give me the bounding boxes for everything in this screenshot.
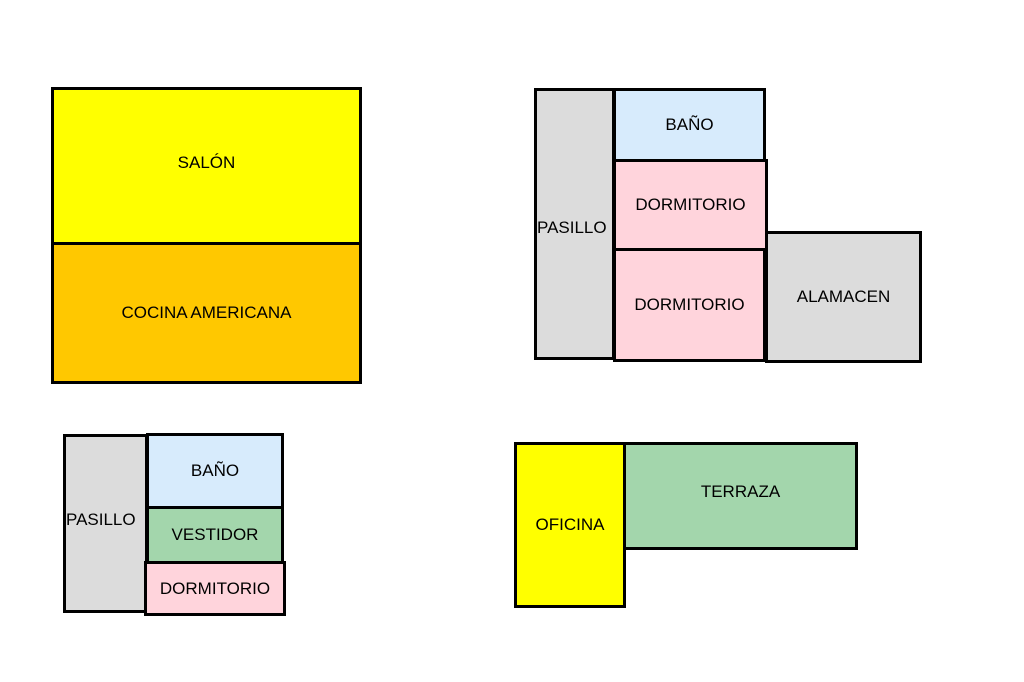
room-alamacen: ALAMACEN [765,231,922,363]
room-bano: BAÑO [146,433,284,509]
room-terraza: TERRAZA [623,442,858,550]
room-label: TERRAZA [700,482,781,501]
room-salon: SALÓN [51,87,362,245]
room-label: PASILLO [537,218,607,237]
room-vestidor: VESTIDOR [146,506,284,564]
room-label: DORMITORIO [159,578,271,598]
room-label: DORMITORIO [635,195,746,214]
room-label: BAÑO [665,115,714,134]
room-label: COCINA AMERICANA [121,303,292,322]
room-label: VESTIDOR [171,525,259,544]
room-cocina-americana: COCINA AMERICANA [51,242,362,384]
room-pasillo: PASILLO [63,434,148,613]
room-label: OFICINA [535,515,605,534]
room-dormitorio: DORMITORIO [144,561,286,616]
room-label: PASILLO [66,509,136,529]
room-oficina: OFICINA [514,442,626,608]
room-label: DORMITORIO [634,295,745,314]
room-dormitorio: DORMITORIO [613,159,768,251]
room-label: ALAMACEN [796,287,891,306]
room-dormitorio: DORMITORIO [613,248,766,362]
room-pasillo: PASILLO [534,88,615,360]
room-bano: BAÑO [613,88,766,162]
room-label: SALÓN [177,153,236,172]
room-label: BAÑO [190,461,240,480]
